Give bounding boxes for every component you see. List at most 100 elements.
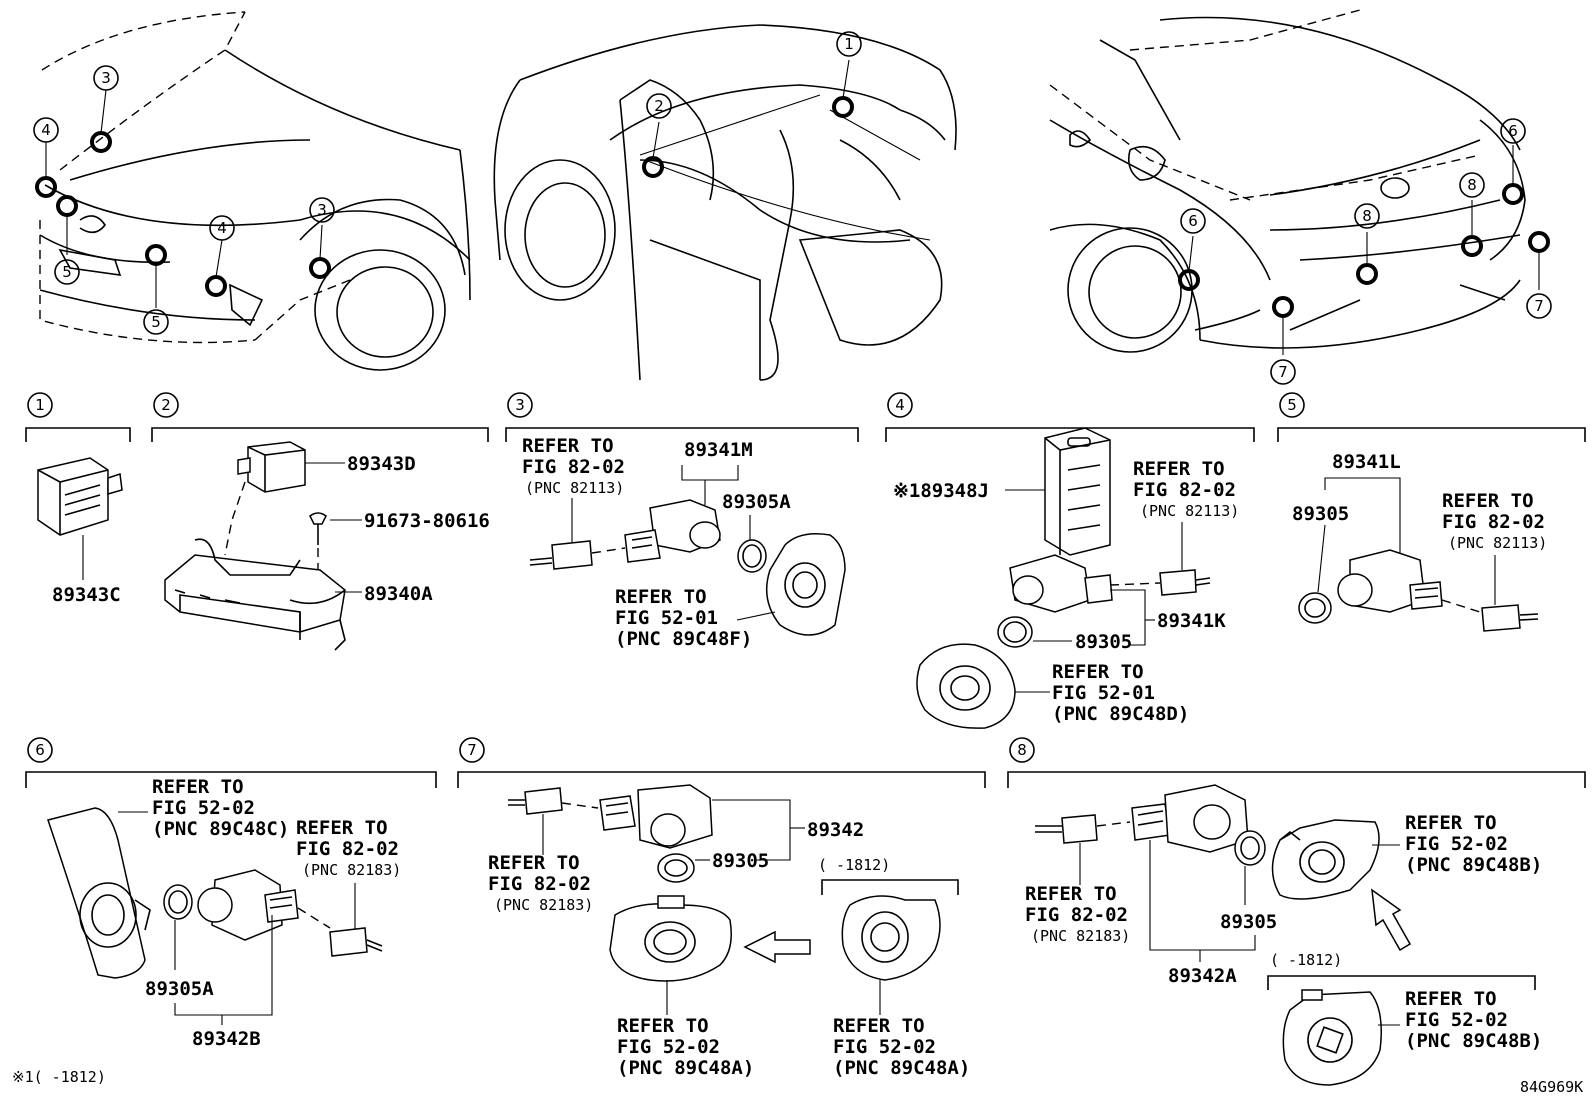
svg-text:7: 7 (467, 741, 477, 759)
part-89343C: 89343C (52, 584, 121, 606)
svg-text:6: 6 (35, 741, 45, 759)
interior-illustration (493, 24, 957, 381)
svg-text:3: 3 (101, 69, 111, 87)
section-7: 7 89342 89305 REFER TO FIG 82-02 (PNC 82… (457, 737, 986, 1079)
svg-text:(PNC 82113): (PNC 82113) (1140, 502, 1239, 520)
svg-text:(PNC 82113): (PNC 82113) (1448, 534, 1547, 552)
svg-text:(PNC 82113): (PNC 82113) (525, 479, 624, 497)
svg-text:FIG 82-02: FIG 82-02 (1133, 479, 1236, 501)
svg-text:4: 4 (217, 219, 227, 237)
svg-text:FIG 52-02: FIG 52-02 (1405, 1009, 1508, 1031)
callout-6-b: 6 (1500, 118, 1526, 144)
svg-text:FIG 52-02: FIG 52-02 (152, 797, 255, 819)
part-89305-s4: 89305 (1075, 631, 1132, 653)
callout-8-b: 8 (1459, 172, 1485, 198)
refer-82-02-f: REFER TO (1025, 883, 1117, 905)
callout-3-b: 3 (309, 197, 335, 223)
callout-5-a: 5 (54, 259, 80, 285)
svg-text:7: 7 (1278, 363, 1288, 381)
part-89343D: 89343D (347, 453, 416, 475)
svg-text:8: 8 (1362, 207, 1372, 225)
svg-text:5: 5 (62, 263, 72, 281)
svg-text:FIG 52-01: FIG 52-01 (1052, 682, 1155, 704)
section-5: 5 89341L 89305 REFER TO FIG 82-02 (PNC 8… (1277, 392, 1586, 632)
svg-text:5: 5 (151, 313, 161, 331)
callout-4-a: 4 (33, 117, 59, 143)
svg-text:5: 5 (1287, 396, 1297, 414)
svg-text:2: 2 (654, 97, 664, 115)
part-89305-s5: 89305 (1292, 503, 1349, 525)
svg-text:FIG 82-02: FIG 82-02 (522, 456, 625, 478)
part-89341M: 89341M (684, 439, 753, 461)
refer-82-02-a: REFER TO (522, 435, 614, 457)
svg-text:2: 2 (161, 396, 171, 414)
section-3: 3 REFER TO FIG 82-02 (PNC 82113) 89341M … (505, 392, 859, 650)
svg-text:6: 6 (1188, 212, 1198, 230)
svg-text:FIG 82-02: FIG 82-02 (1442, 511, 1545, 533)
svg-text:8: 8 (1467, 176, 1477, 194)
part-89342B: 89342B (192, 1028, 261, 1050)
part-89341L: 89341L (1332, 451, 1401, 473)
part-89305A-s6: 89305A (145, 978, 214, 1000)
svg-text:FIG 82-02: FIG 82-02 (1025, 904, 1128, 926)
callout-8-a: 8 (1354, 203, 1380, 229)
part-89342: 89342 (807, 819, 864, 841)
svg-text:8: 8 (1017, 741, 1027, 759)
refer-82-02-b: REFER TO (1133, 458, 1225, 480)
footnote: ※1( -1812) (12, 1068, 106, 1086)
svg-text:FIG 82-02: FIG 82-02 (488, 873, 591, 895)
svg-text:(PNC 82183): (PNC 82183) (494, 896, 593, 914)
svg-text:3: 3 (515, 396, 525, 414)
svg-text:FIG 52-02: FIG 52-02 (617, 1036, 720, 1058)
callout-7-b: 7 (1526, 293, 1552, 319)
svg-text:3: 3 (317, 201, 327, 219)
callout-2-car: 2 (646, 93, 672, 119)
refer-52-01-b: REFER TO (1052, 661, 1144, 683)
svg-text:1: 1 (35, 396, 45, 414)
svg-text:4: 4 (895, 396, 905, 414)
section-6: 6 REFER TO FIG 52-02 (PNC 89C48C) REFER … (25, 737, 437, 1050)
callout-6-a: 6 (1180, 208, 1206, 234)
svg-text:FIG 82-02: FIG 82-02 (296, 838, 399, 860)
part-89305A: 89305A (722, 491, 791, 513)
refer-82-02-e: REFER TO (488, 852, 580, 874)
part-89305-s7: 89305 (712, 850, 769, 872)
svg-text:(PNC 89C48B): (PNC 89C48B) (1405, 1030, 1542, 1052)
section-8: 8 89305 89342A REFER TO FIG 82-02 (PNC 8… (1007, 737, 1586, 1086)
refer-52-02-d: REFER TO (1405, 812, 1497, 834)
svg-text:1: 1 (844, 35, 854, 53)
refer-52-02-c: REFER TO (833, 1015, 925, 1037)
section-4: 4 ※189348J REFER TO FIG 82-02 (PNC 82113… (885, 392, 1255, 729)
svg-text:7: 7 (1534, 297, 1544, 315)
refer-52-01-a: REFER TO (615, 586, 707, 608)
callout-7-a: 7 (1270, 359, 1296, 385)
range-s7: ( -1812) (818, 856, 890, 874)
part-89340A: 89340A (364, 583, 433, 605)
part-89341K: 89341K (1157, 610, 1226, 632)
part-89305-s8: 89305 (1220, 911, 1277, 933)
callout-3-a: 3 (93, 65, 119, 91)
svg-text:FIG 52-01: FIG 52-01 (615, 607, 718, 629)
svg-text:(PNC 82183): (PNC 82183) (302, 861, 401, 879)
svg-text:FIG 52-02: FIG 52-02 (833, 1036, 936, 1058)
callout-4-b: 4 (209, 215, 235, 241)
svg-text:(PNC 82183): (PNC 82183) (1031, 927, 1130, 945)
svg-text:(PNC 89C48C): (PNC 89C48C) (152, 818, 289, 840)
svg-text:(PNC 89C48F): (PNC 89C48F) (615, 628, 752, 650)
part-91673-80616: 91673-80616 (364, 510, 490, 532)
section-1: 1 89343C (25, 392, 131, 606)
refer-82-02-c: REFER TO (1442, 490, 1534, 512)
svg-text:(PNC 89C48A): (PNC 89C48A) (833, 1057, 970, 1079)
svg-text:FIG 52-02: FIG 52-02 (1405, 833, 1508, 855)
callout-circles: 3 4 5 5 4 3 1 2 6 7 8 8 6 7 (33, 31, 1552, 385)
section-2: 2 89343D 91673-80616 89340A (151, 392, 490, 651)
rear-car-illustration (1049, 9, 1526, 353)
svg-text:(PNC 89C48A): (PNC 89C48A) (617, 1057, 754, 1079)
part-89348J: ※189348J (893, 480, 989, 502)
svg-text:4: 4 (41, 121, 51, 139)
svg-text:6: 6 (1508, 122, 1518, 140)
range-s8: ( -1812) (1270, 951, 1342, 969)
part-89342A: 89342A (1168, 965, 1237, 987)
callout-5-b: 5 (143, 309, 169, 335)
